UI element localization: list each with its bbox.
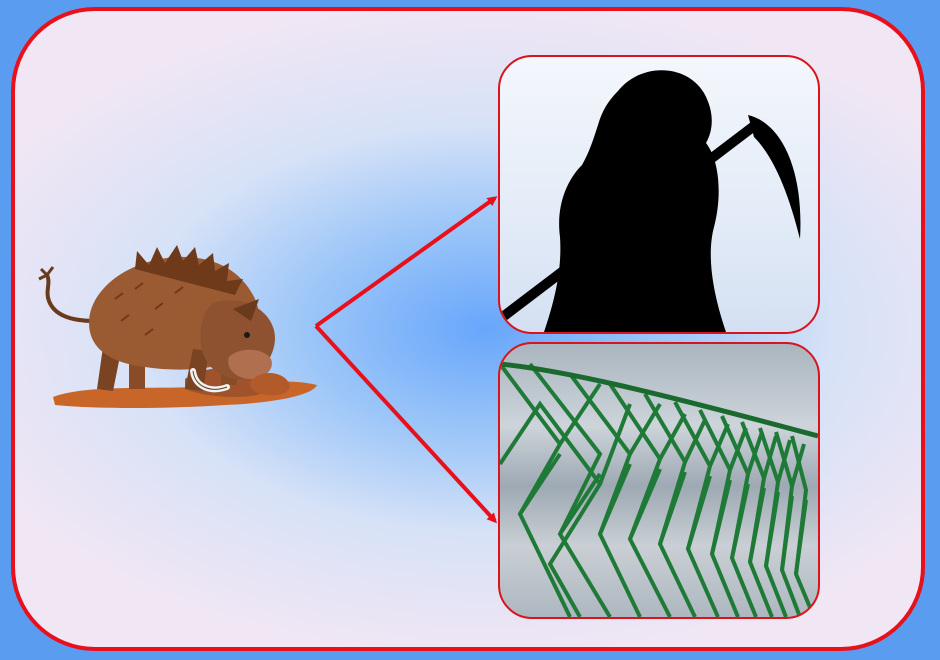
slide-frame <box>11 7 925 651</box>
arrow-to-reaper <box>316 198 495 326</box>
reaper-panel <box>498 55 820 334</box>
chain-link-fence-icon <box>500 344 818 617</box>
arrow-to-fence <box>316 326 495 521</box>
grim-reaper-icon <box>500 57 818 332</box>
boar-icon <box>25 239 320 414</box>
fence-panel <box>498 342 820 619</box>
